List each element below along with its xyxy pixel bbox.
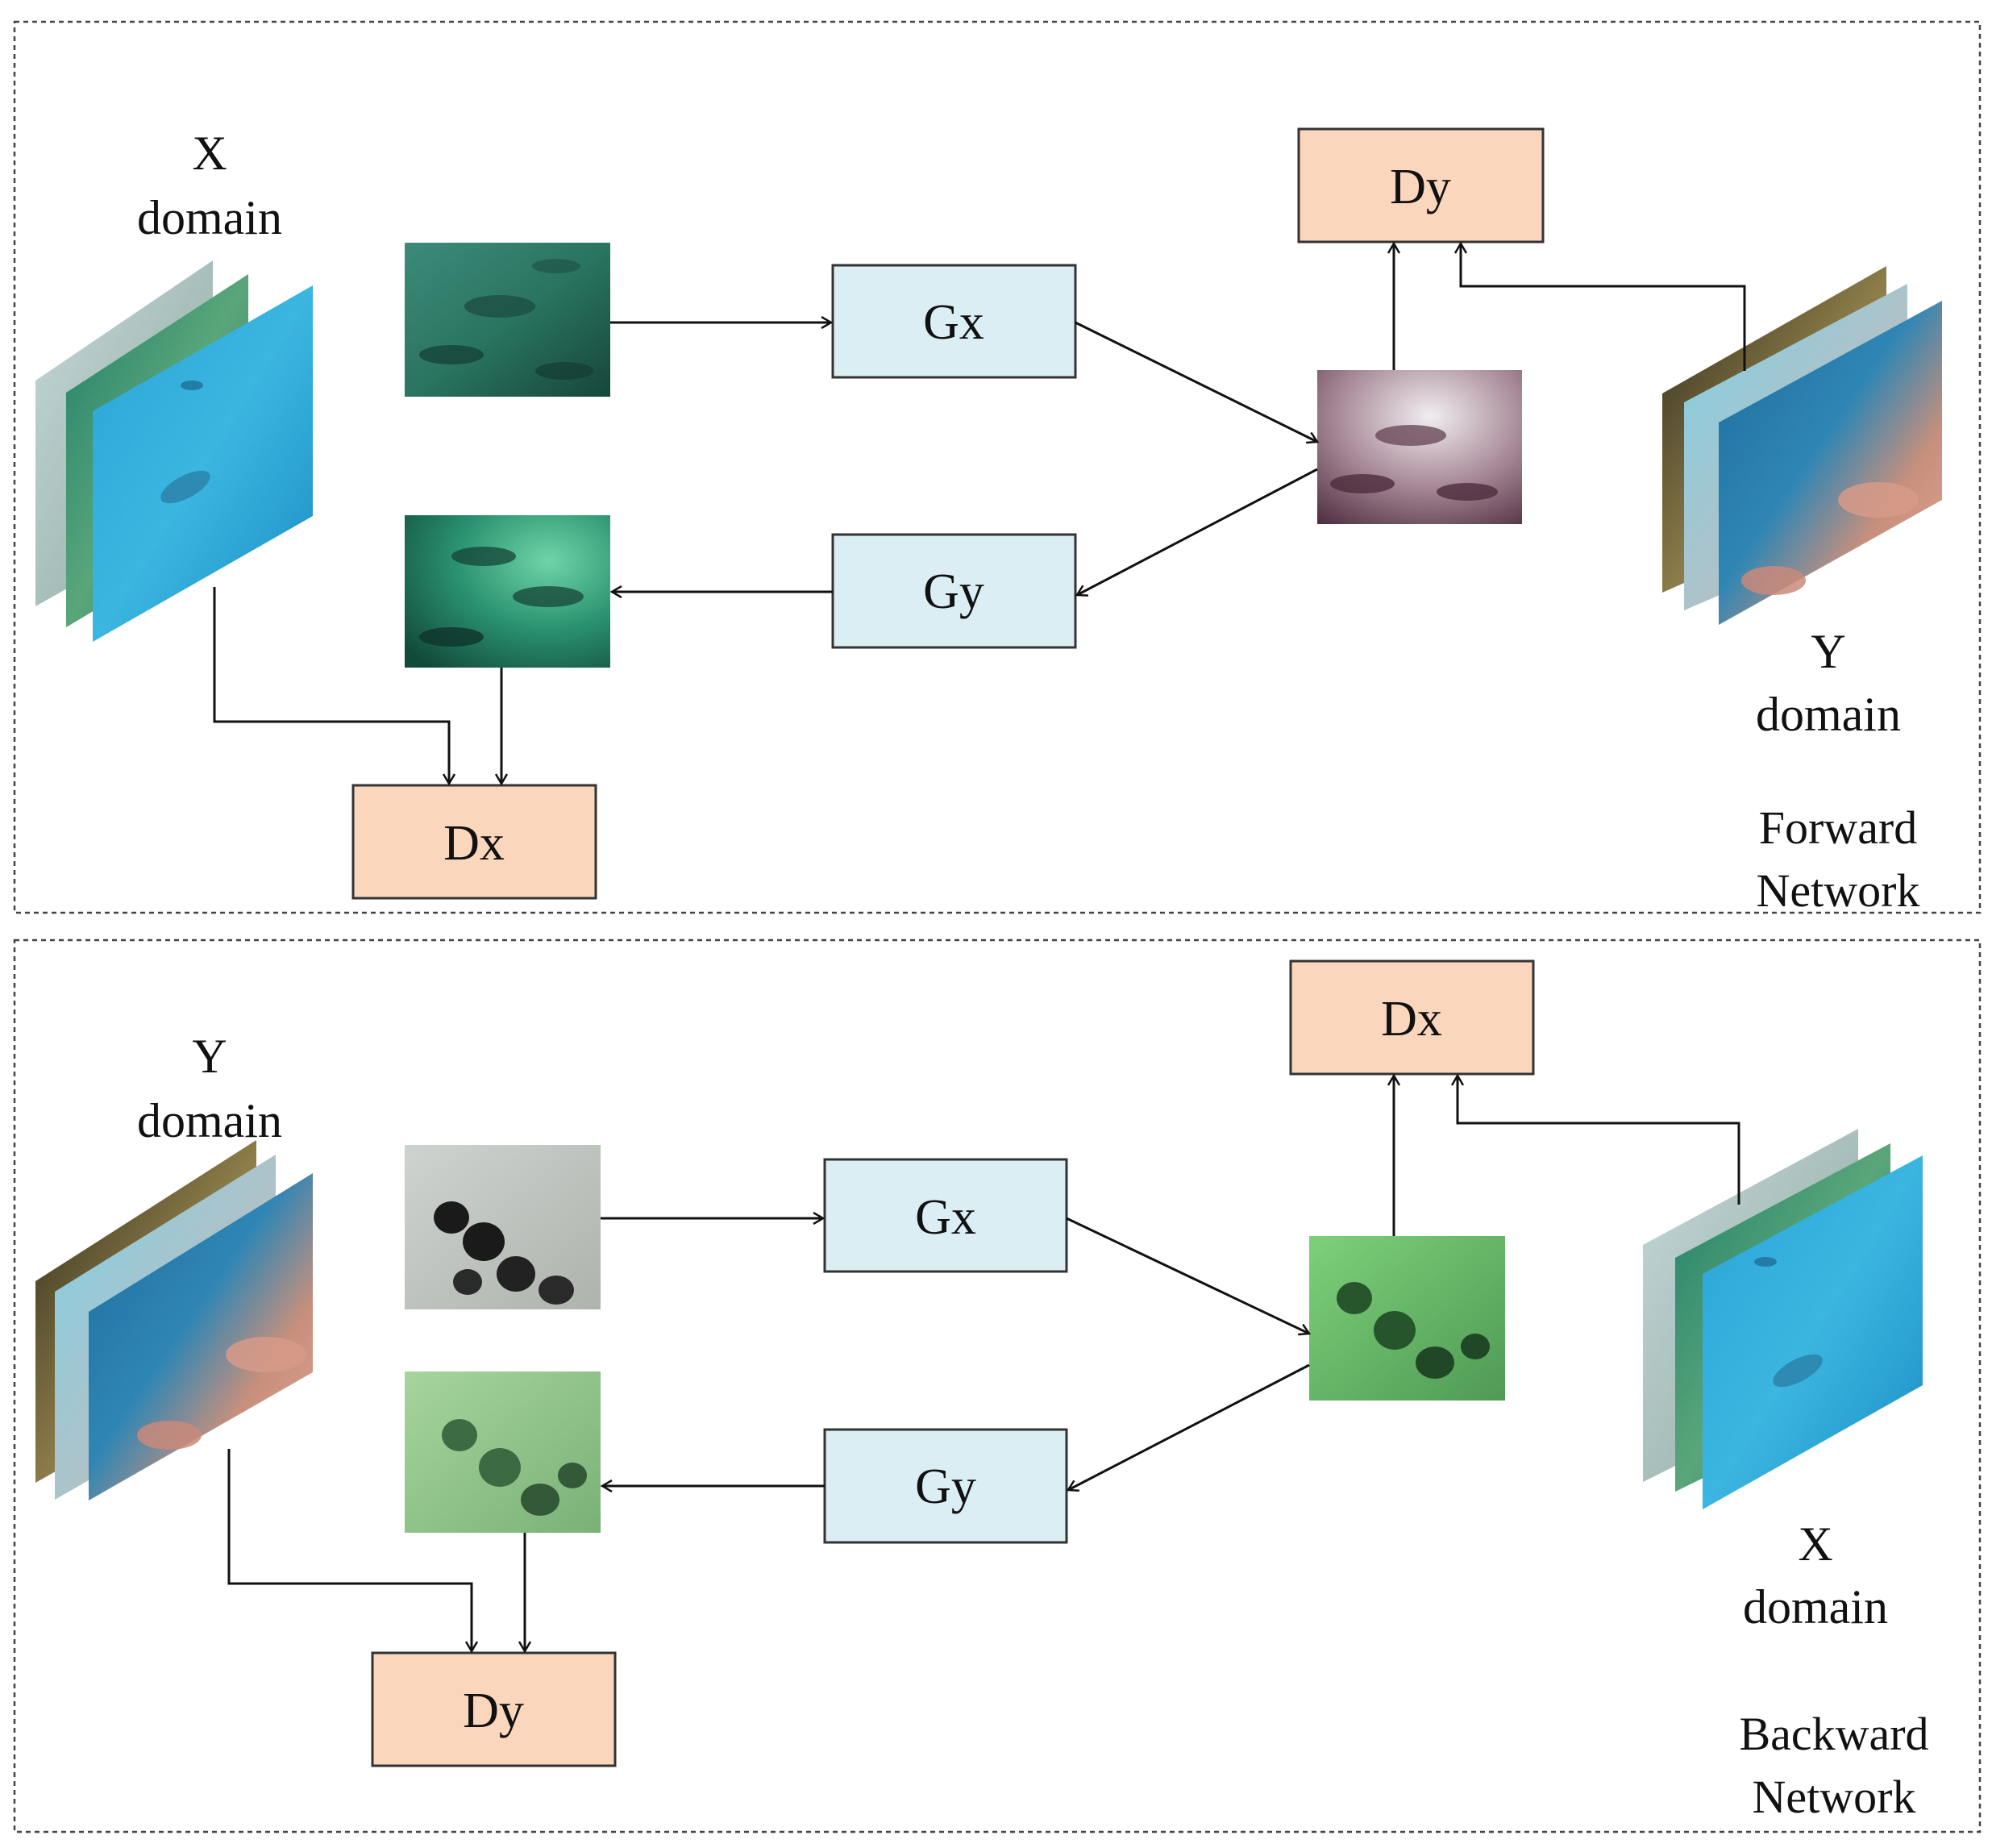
dy-box-label: Dy <box>1390 160 1451 214</box>
dy-box-backward-label: Dy <box>463 1684 524 1738</box>
translated-image <box>1317 370 1522 524</box>
forward-arrows <box>213 243 1746 784</box>
gx-box-backward <box>823 1158 1068 1273</box>
y-domain-image-stack-backward <box>35 1140 313 1500</box>
forward-network-caption-line1: Forward <box>1759 801 1918 854</box>
dx-box <box>351 784 597 900</box>
y-domain-label-line1: Y <box>1811 625 1845 678</box>
x-domain-label-line1: X <box>192 127 227 180</box>
gy-box-backward-label: Gy <box>915 1459 976 1514</box>
translated-image-backward <box>1309 1236 1505 1401</box>
backward-network-caption-line1: Backward <box>1739 1708 1928 1760</box>
dx-box-backward <box>1289 959 1535 1076</box>
input-image <box>405 243 610 397</box>
backward-network-frame <box>13 939 1982 1833</box>
gx-box-backward-label: Gx <box>915 1190 976 1245</box>
dx-box-backward-label: Dx <box>1381 992 1442 1047</box>
input-image-backward <box>405 1145 601 1309</box>
backward-network-caption-line2: Network <box>1753 1771 1916 1823</box>
x-domain-image-stack-backward <box>1643 1129 1923 1509</box>
y-domain-label-backward-line1: Y <box>192 1030 227 1083</box>
dx-box-label: Dx <box>443 816 505 871</box>
reconstructed-image-backward <box>405 1371 601 1533</box>
dy-box <box>1297 127 1545 243</box>
gx-box-label: Gx <box>923 295 984 350</box>
x-domain-label-backward-line2: domain <box>1743 1580 1888 1634</box>
dy-box-backward <box>371 1651 617 1767</box>
reconstructed-image <box>405 515 610 668</box>
y-domain-label-line2: domain <box>1756 688 1901 741</box>
gx-box <box>831 264 1077 379</box>
forward-network-caption-line2: Network <box>1757 864 1920 917</box>
gy-box-backward <box>823 1428 1068 1544</box>
x-domain-label-line2: domain <box>137 191 282 244</box>
x-domain-label-backward-line1: X <box>1798 1517 1832 1571</box>
x-domain-image-stack <box>35 260 313 642</box>
y-domain-image-stack <box>1662 266 1942 625</box>
gy-box-label: Gy <box>923 564 984 619</box>
backward-arrows <box>227 1076 1740 1651</box>
y-domain-label-backward-line2: domain <box>137 1094 282 1147</box>
